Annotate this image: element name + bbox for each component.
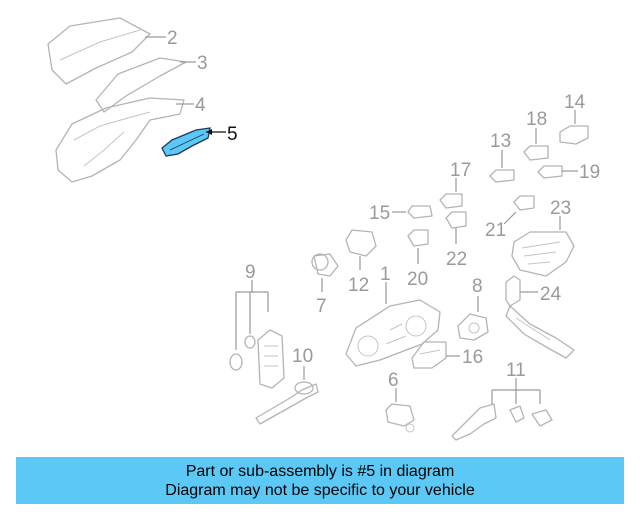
callout-12: 12 xyxy=(348,275,369,296)
part-23-climate-control xyxy=(511,231,575,277)
part-3-trim xyxy=(95,57,187,113)
part-14-switch xyxy=(559,125,589,145)
parts-diagram: 2 3 4 5 14 18 13 19 17 xyxy=(47,17,600,441)
part-22-switch xyxy=(445,211,467,229)
callout-15: 15 xyxy=(369,203,390,224)
part-7-lock-cylinder xyxy=(311,253,339,277)
part-13-switch xyxy=(489,169,515,183)
part-2-trim-panel xyxy=(47,17,151,85)
callout-21: 21 xyxy=(485,220,506,241)
callout-24: 24 xyxy=(540,284,562,305)
callout-17: 17 xyxy=(450,160,471,181)
part-12-switch xyxy=(345,229,377,257)
part-5-highlighted[interactable] xyxy=(161,127,211,157)
callout-7: 7 xyxy=(316,296,327,317)
callout-1: 1 xyxy=(380,264,391,285)
callout-23: 23 xyxy=(550,198,571,219)
info-banner: Part or sub-assembly is #5 in diagram Di… xyxy=(16,457,624,504)
part-21-switch xyxy=(513,195,535,211)
callout-13: 13 xyxy=(490,131,511,152)
banner-line-1: Part or sub-assembly is #5 in diagram xyxy=(185,462,455,480)
callout-11: 11 xyxy=(506,360,526,381)
part-1-instrument-cluster xyxy=(345,299,441,367)
callout-10: 10 xyxy=(292,346,313,367)
callout-5: 5 xyxy=(227,124,238,145)
part-4-dash-carrier xyxy=(55,97,185,183)
callout-20: 20 xyxy=(407,269,428,290)
part-19-switch xyxy=(537,165,563,179)
part-15-connector xyxy=(407,205,433,219)
callout-16: 16 xyxy=(462,347,483,368)
callout-2: 2 xyxy=(167,28,178,49)
part-18-switch xyxy=(523,145,549,161)
callout-22: 22 xyxy=(446,249,467,270)
callout-8: 8 xyxy=(472,276,483,297)
part-24-sensor-bracket xyxy=(505,275,575,359)
callout-18: 18 xyxy=(526,109,547,130)
part-8-sensor xyxy=(457,313,489,341)
part-16-switch-panel xyxy=(411,341,447,369)
callout-3: 3 xyxy=(197,53,208,74)
callout-9: 9 xyxy=(245,262,256,283)
callout-6: 6 xyxy=(388,370,399,391)
part-6-actuator xyxy=(385,403,415,433)
part-17-switch xyxy=(439,193,463,209)
callout-4: 4 xyxy=(195,95,206,116)
banner-line-2: Diagram may not be specific to your vehi… xyxy=(165,481,475,499)
part-11-sensor-set xyxy=(451,389,553,441)
part-10-key-blade xyxy=(255,381,319,425)
part-9-key-fob xyxy=(229,291,285,389)
callout-14: 14 xyxy=(564,92,586,113)
part-20-switch xyxy=(407,229,429,247)
callout-19: 19 xyxy=(579,162,600,183)
